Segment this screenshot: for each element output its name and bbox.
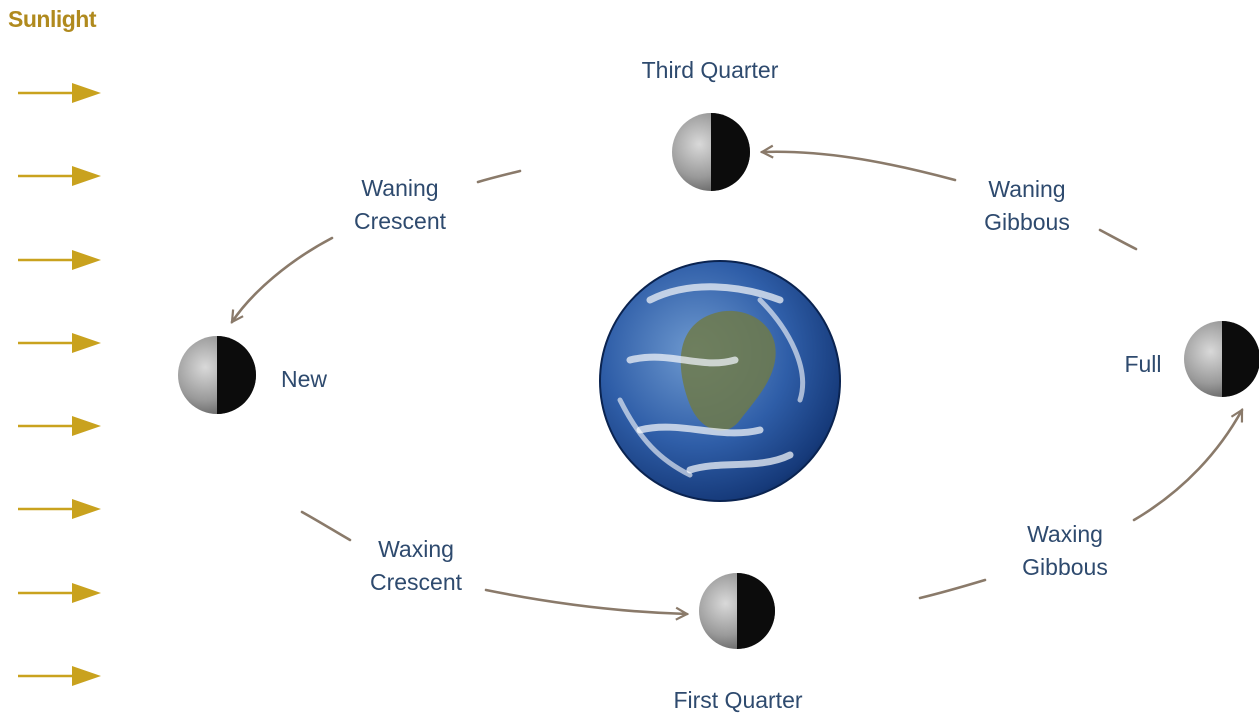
sunlight-arrow bbox=[18, 583, 101, 603]
waxing-gibbous-label: Waxing Gibbous bbox=[1000, 518, 1130, 584]
sunlight-arrow bbox=[18, 250, 101, 270]
orbit-arrows bbox=[230, 152, 1244, 614]
waning-gibbous-line1: Waning bbox=[988, 176, 1066, 202]
orbit-segment-waning-gibbous bbox=[1098, 228, 1138, 251]
moon-third-quarter-icon bbox=[672, 113, 750, 191]
earth-icon bbox=[599, 260, 841, 502]
sunlight-arrow bbox=[18, 333, 101, 353]
waxing-crescent-line2: Crescent bbox=[369, 569, 463, 595]
orbit-arrow-to-full bbox=[1132, 410, 1244, 522]
new-label: New bbox=[280, 366, 327, 392]
orbit-arrow-to-new bbox=[230, 236, 334, 322]
orbit-segment-waning-crescent bbox=[476, 169, 522, 184]
orbit-segment-waxing-gibbous bbox=[918, 578, 987, 600]
orbit-arrow-to-first-quarter bbox=[484, 588, 687, 614]
moon-new-icon bbox=[178, 336, 256, 414]
waxing-crescent-label: Waxing Crescent bbox=[346, 533, 486, 599]
waxing-gibbous-line1: Waxing bbox=[1027, 521, 1103, 547]
waning-crescent-line1: Waning bbox=[361, 175, 439, 201]
orbit-arrow-to-third-quarter bbox=[762, 152, 957, 182]
waxing-gibbous-line2: Gibbous bbox=[1022, 554, 1108, 580]
sunlight-arrows bbox=[18, 83, 101, 686]
sunlight-label: Sunlight bbox=[8, 6, 96, 32]
sunlight-arrow bbox=[18, 666, 101, 686]
waning-gibbous-line2: Gibbous bbox=[984, 209, 1070, 235]
sunlight-arrow bbox=[18, 416, 101, 436]
sunlight-arrow bbox=[18, 166, 101, 186]
waxing-crescent-line1: Waxing bbox=[378, 536, 454, 562]
sunlight-arrow bbox=[18, 499, 101, 519]
waning-crescent-line2: Crescent bbox=[353, 208, 447, 234]
orbit-segment-waxing-crescent bbox=[300, 510, 352, 542]
first-quarter-label: First Quarter bbox=[673, 687, 803, 713]
full-label: Full bbox=[1124, 351, 1162, 377]
waning-crescent-label: Waning Crescent bbox=[330, 172, 470, 238]
moon-first-quarter-icon bbox=[699, 573, 775, 649]
third-quarter-label: Third Quarter bbox=[641, 57, 779, 83]
moon-full-icon bbox=[1184, 321, 1259, 397]
sunlight-arrow bbox=[18, 83, 101, 103]
waning-gibbous-label: Waning Gibbous bbox=[960, 173, 1094, 239]
